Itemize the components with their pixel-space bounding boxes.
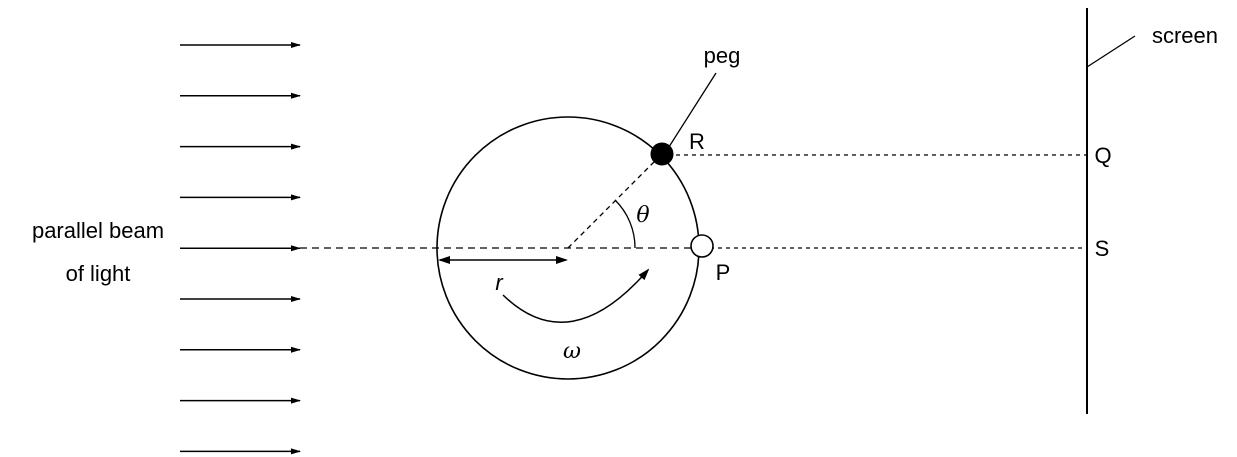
- theta-label: θ: [636, 203, 649, 228]
- beam-label-line2: of light: [66, 261, 131, 286]
- point-Q-label: Q: [1094, 143, 1111, 168]
- screen-label: screen: [1152, 23, 1218, 48]
- point-P-label: P: [716, 260, 731, 285]
- radius-label: r: [495, 270, 504, 295]
- peg-label: peg: [704, 43, 741, 68]
- theta-arc: [614, 199, 636, 249]
- screen-leader-line: [1086, 35, 1136, 68]
- beam-label-line1: parallel beam: [32, 218, 164, 243]
- radius-dashed-to-R: [567, 153, 663, 249]
- peg-leader-line: [666, 72, 717, 151]
- beam-arrows: [180, 42, 301, 455]
- omega-rotation-arrow: [502, 268, 650, 323]
- omega-label: ω: [563, 339, 581, 364]
- peg-R-dot: [650, 142, 674, 166]
- point-R-label: R: [689, 129, 705, 154]
- point-P-circle: [690, 234, 714, 258]
- point-S-label: S: [1095, 236, 1110, 261]
